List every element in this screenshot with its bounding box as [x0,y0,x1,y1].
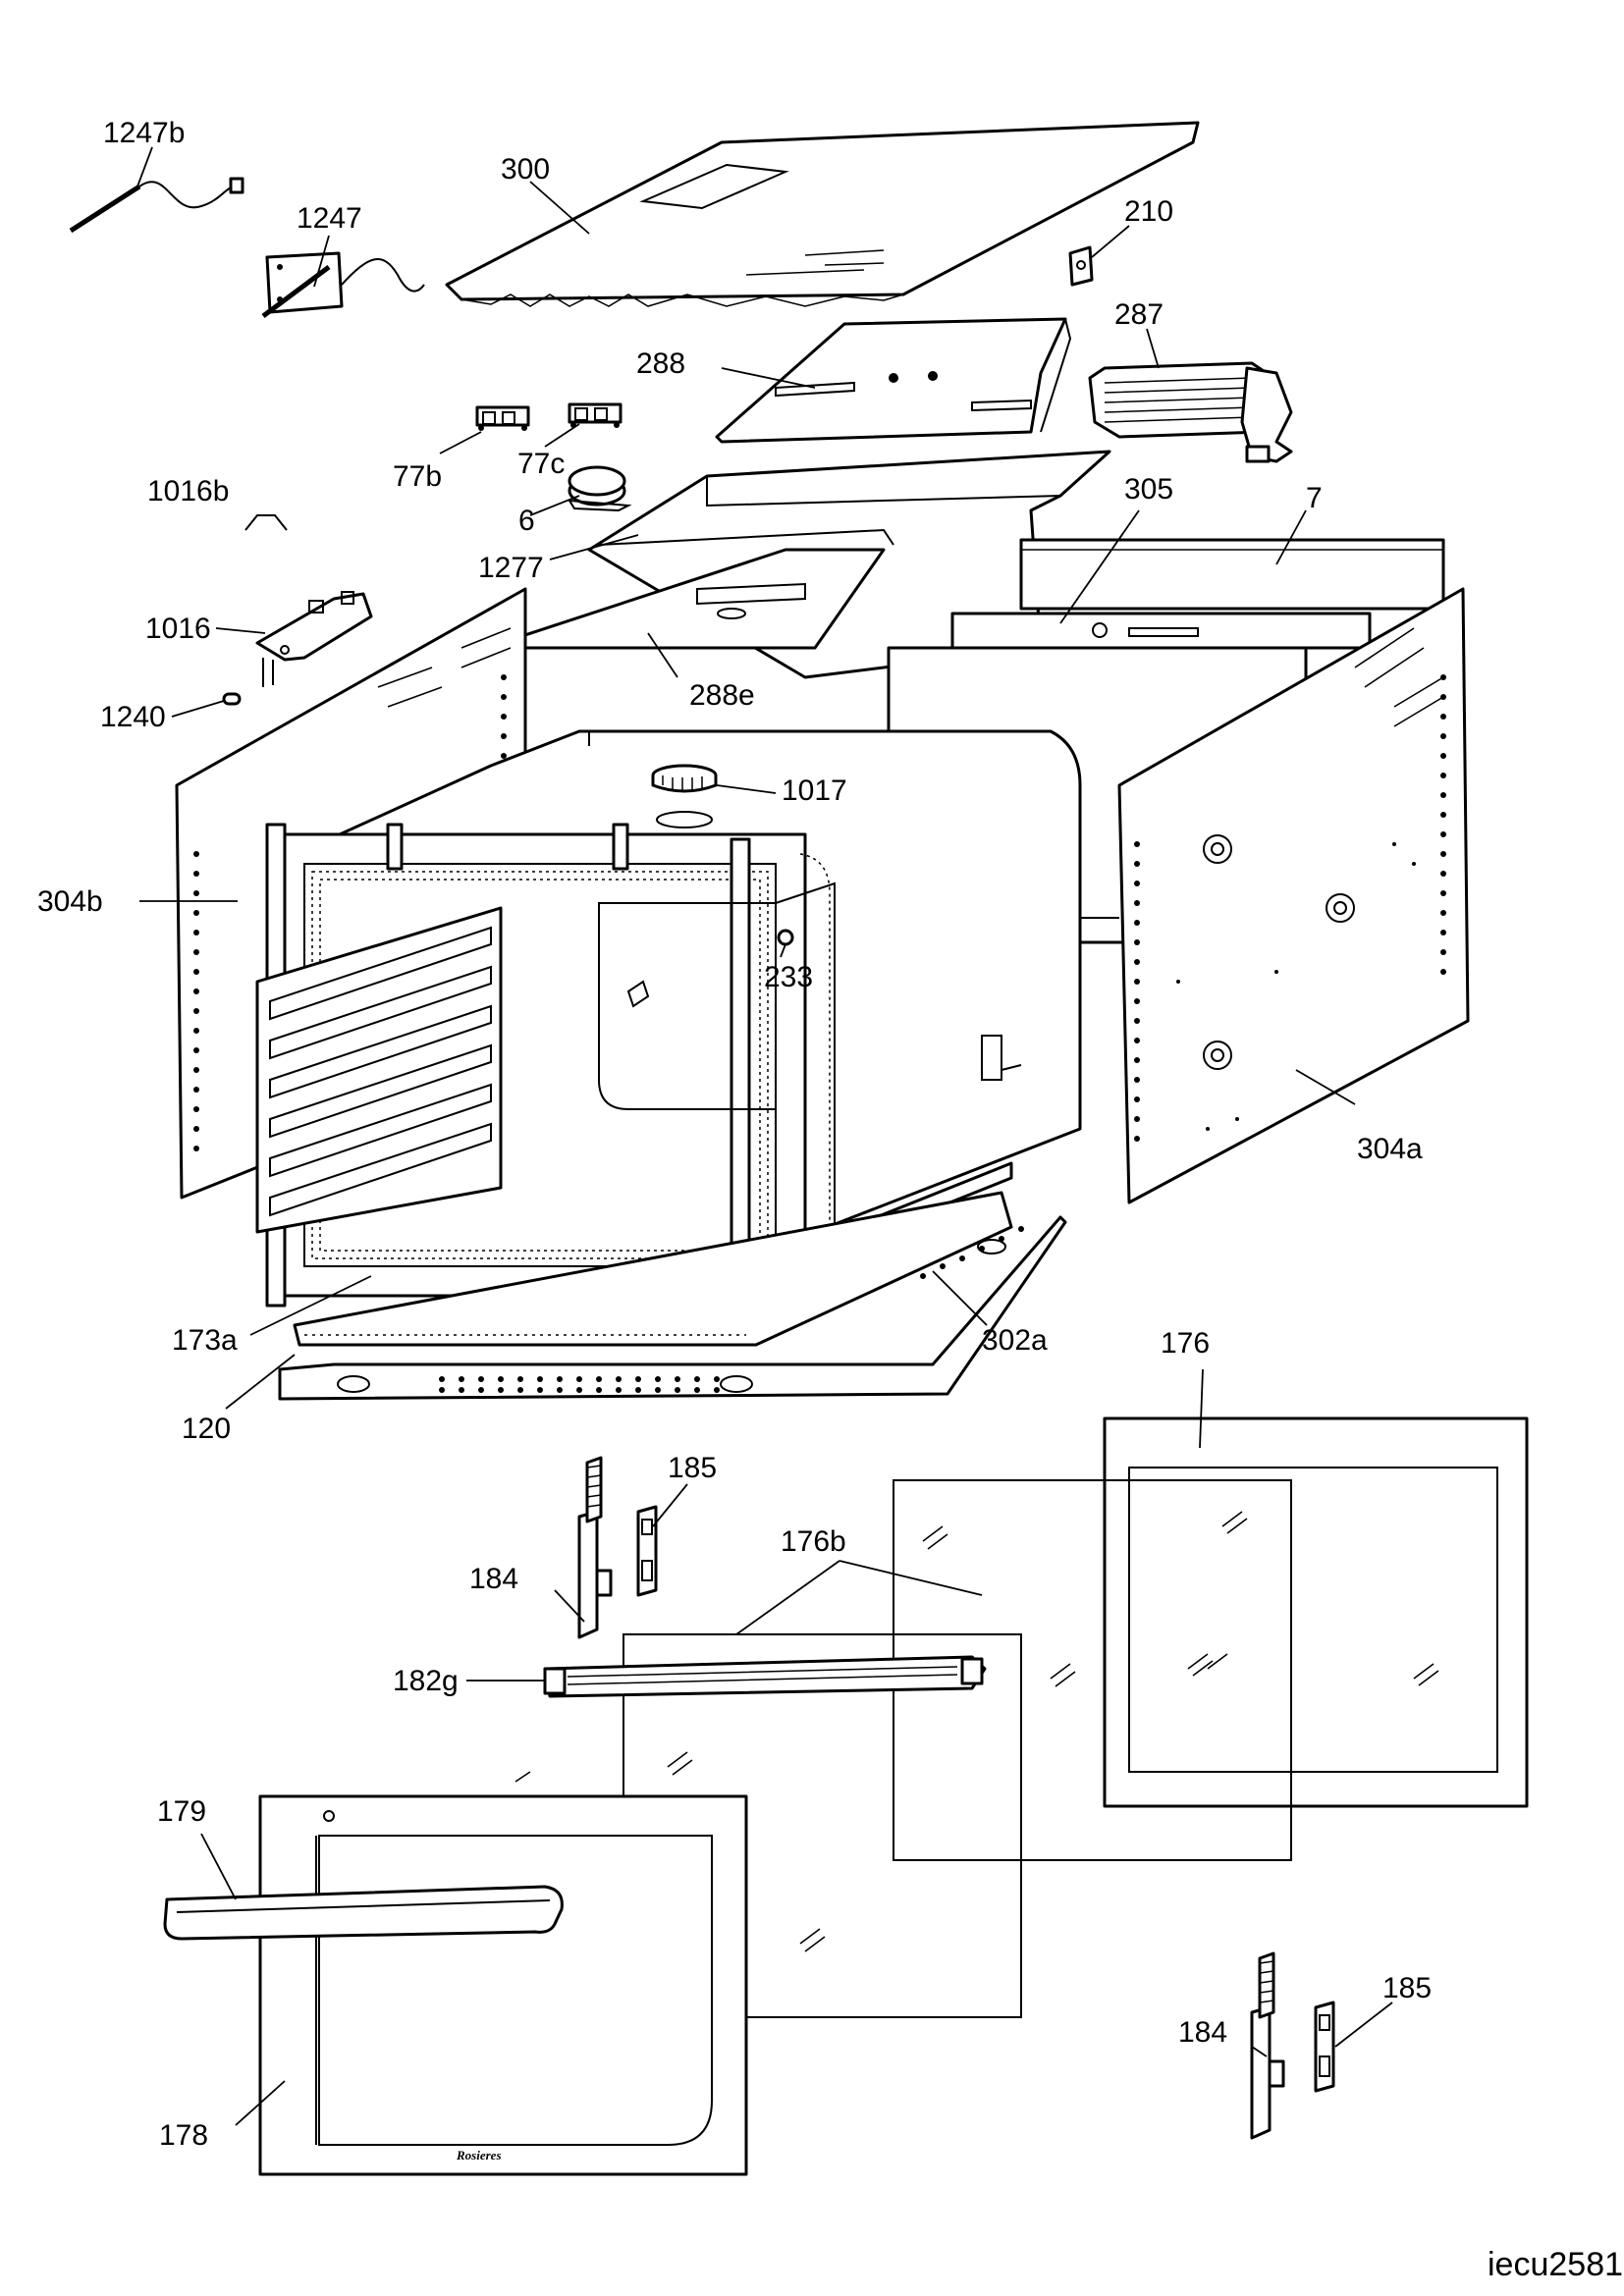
callout-288: 288 [636,347,685,380]
callout-184-bottom: 184 [1178,2016,1227,2049]
lamp-cover-233 [777,929,794,946]
thermostat-77b [475,405,530,431]
door-hinge-184-bottom [1250,1951,1285,2140]
door-handle-179 [163,1885,564,1941]
switch-assembly-1016 [255,591,373,687]
callout-1016b: 1016b [147,475,229,507]
glass-holder-182g [543,1655,987,1698]
outer-glass-176 [1103,1416,1529,1808]
callout-302a: 302a [982,1324,1048,1357]
back-panel-7 [1019,538,1445,611]
hinge-receiver-185-top [636,1505,658,1597]
right-side-panel-304a [1117,587,1470,1204]
callout-300: 300 [501,153,550,186]
callout-173a: 173a [172,1324,238,1357]
callout-185-bottom: 185 [1382,1972,1432,2004]
callout-233: 233 [764,961,813,993]
callout-1240: 1240 [100,701,166,733]
callout-1247b: 1247b [103,117,185,149]
leader-lines [136,146,1393,2126]
callout-182g: 182g [393,1665,459,1697]
callout-1277: 1277 [478,552,544,584]
callout-304b: 304b [37,885,103,918]
bottom-tray-120 [278,1215,1067,1401]
callout-184-top: 184 [469,1563,518,1595]
callout-176: 176 [1161,1327,1210,1360]
callout-labels: 1247b 1247 300 210 287 288 77b 77c 1016b… [37,117,1432,2152]
fuse-1240 [222,692,242,706]
fan-cover-1017 [651,764,718,828]
top-insulation-288 [715,317,1072,444]
rear-wall-305 [950,612,1372,650]
oven-cavity [255,729,1119,1308]
thermostat-77c [568,402,623,428]
callout-77c: 77c [517,448,565,480]
callout-305: 305 [1124,473,1173,506]
callout-7: 7 [1306,482,1323,514]
document-id: iecu2581 [1488,2246,1623,2283]
callout-304a: 304a [1357,1133,1423,1165]
temperature-sensor-1247 [261,251,425,319]
callout-176b: 176b [781,1525,846,1558]
callout-185-top: 185 [668,1452,717,1484]
callout-179: 179 [157,1795,206,1828]
middle-glass-176b [893,1479,1292,1861]
lamp-holder-6 [568,465,632,512]
hinge-receiver-185-bottom [1314,2001,1335,2093]
cooling-fan-287 [1088,361,1293,463]
callout-1016: 1016 [145,613,211,645]
callout-178: 178 [159,2119,208,2152]
callout-6: 6 [518,505,535,537]
probe-sensor-1247b [69,177,244,234]
top-cover-300 [445,121,1200,307]
clip-1016b [244,514,288,531]
callout-287: 287 [1114,298,1164,331]
bottom-insulation-302a [293,1191,1013,1347]
callout-1247: 1247 [297,202,362,235]
front-door-178 [258,1771,748,2176]
door-hinge-184-top [577,1456,613,1639]
callout-288e: 288e [689,679,755,712]
callout-77b: 77b [393,460,442,493]
clip-210 [1068,245,1094,287]
callout-1017: 1017 [782,774,847,807]
callout-120: 120 [182,1413,231,1445]
heat-shield-288e [484,548,886,650]
callout-210: 210 [1124,195,1173,228]
brand-logo: Rosieres [456,2148,502,2163]
